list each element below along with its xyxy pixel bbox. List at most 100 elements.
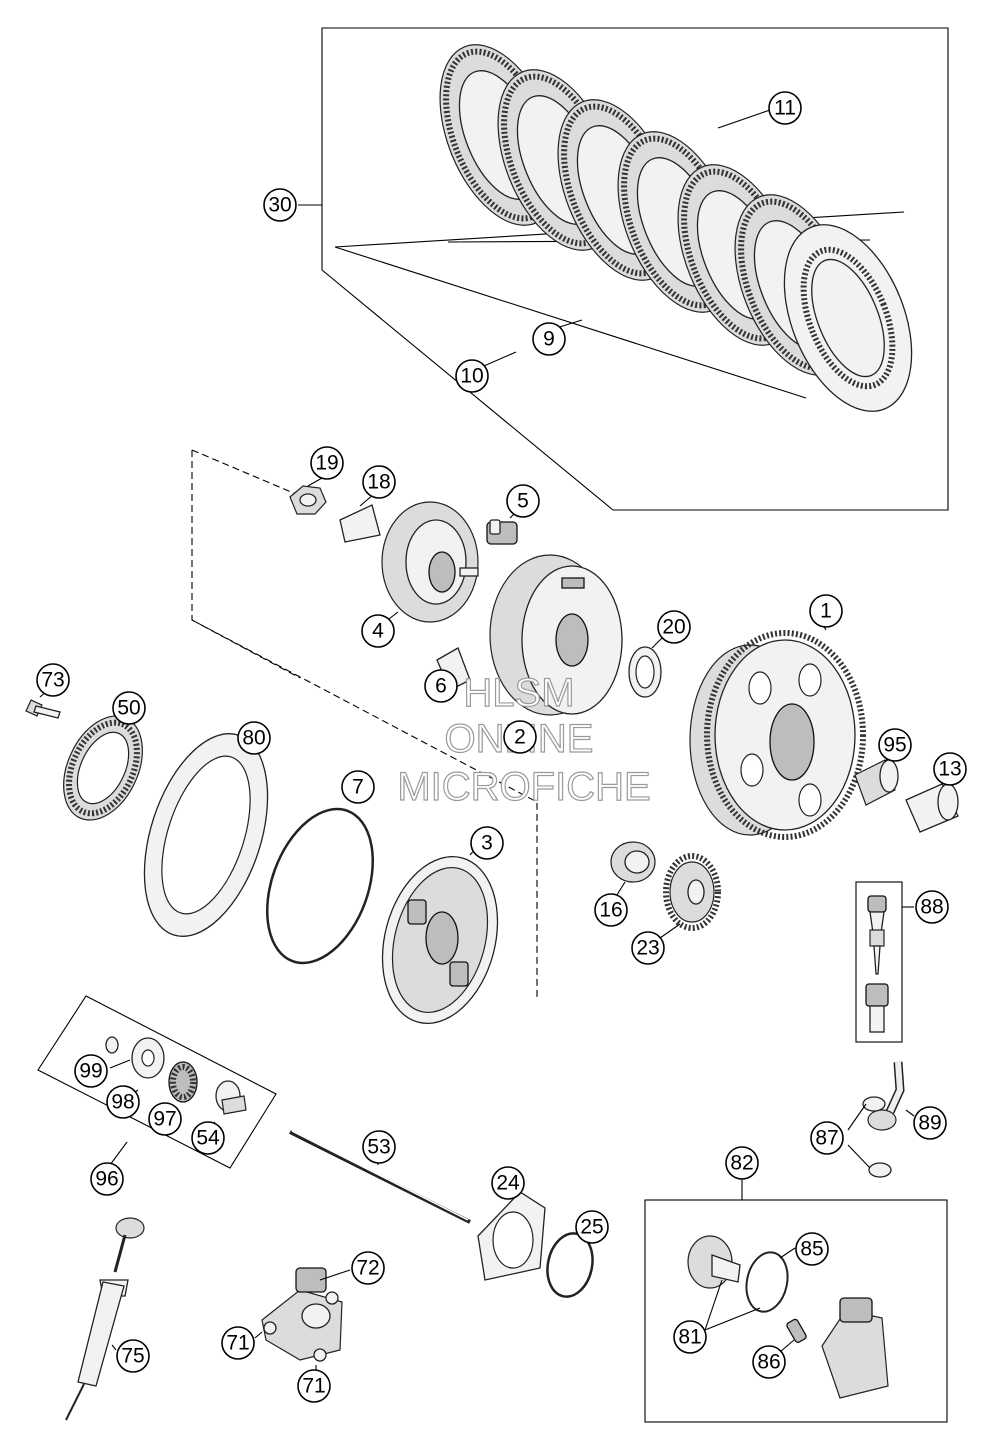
grease-syringe-75: [65, 1217, 145, 1421]
callout-18[interactable]: 18: [362, 465, 396, 499]
callout-71-left[interactable]: 71: [221, 1326, 255, 1360]
callout-71-bottom[interactable]: 71: [297, 1369, 331, 1403]
callout-89[interactable]: 89: [913, 1106, 947, 1140]
washer-20: [628, 635, 665, 698]
callout-87-label: 87: [815, 1127, 838, 1150]
callout-85[interactable]: 85: [795, 1232, 829, 1266]
callout-80[interactable]: 80: [237, 721, 271, 755]
callout-75[interactable]: 75: [116, 1339, 150, 1373]
clutch-basket-2: [489, 554, 623, 716]
release-bearing-kit-frame: [37, 995, 277, 1169]
callout-20-label: 20: [662, 616, 685, 639]
callout-99-label: 99: [79, 1060, 102, 1083]
callout-23[interactable]: 23: [631, 931, 665, 965]
callout-24-label: 24: [496, 1172, 520, 1195]
callout-11[interactable]: 11: [768, 91, 802, 125]
callout-71-bottom-label: 71: [302, 1375, 325, 1398]
gasket-24: [477, 1191, 546, 1281]
callout-25-label: 25: [580, 1216, 603, 1239]
callout-53[interactable]: 53: [362, 1130, 396, 1164]
callout-54-label: 54: [196, 1127, 220, 1150]
callout-11-label: 11: [774, 97, 796, 120]
callout-54[interactable]: 54: [191, 1121, 225, 1155]
callout-87[interactable]: 87: [810, 1121, 844, 1155]
callout-50[interactable]: 50: [112, 691, 146, 725]
wire-ring-7: [265, 785, 375, 965]
callout-9-label: 9: [543, 328, 555, 351]
callout-1-label: 1: [820, 600, 832, 623]
callout-4[interactable]: 4: [361, 614, 395, 648]
callout-86[interactable]: 86: [752, 1345, 786, 1379]
callout-72-label: 72: [356, 1257, 379, 1280]
callout-95-label: 95: [883, 734, 906, 757]
callout-6-label: 6: [435, 675, 447, 698]
callout-30[interactable]: 30: [263, 188, 297, 222]
callout-13[interactable]: 13: [933, 752, 967, 786]
callout-23-label: 23: [636, 937, 659, 960]
callout-73-label: 73: [41, 669, 64, 692]
callout-5[interactable]: 5: [506, 484, 540, 518]
callout-5-label: 5: [517, 490, 529, 513]
callouts: 1 2 3 4 5 6 7 9 10 11 13 16 18 19 20 23 …: [36, 91, 967, 1403]
callout-19-label: 19: [315, 452, 338, 475]
callout-18-label: 18: [367, 471, 390, 494]
callout-9[interactable]: 9: [532, 322, 566, 356]
watermark-line3: MICROFICHE: [397, 765, 650, 809]
bushing-13: [905, 777, 959, 833]
callout-7[interactable]: 7: [341, 770, 375, 804]
fitting-kit-88: [855, 881, 914, 1043]
callout-7-label: 7: [352, 776, 364, 799]
bolt-73: [25, 689, 61, 719]
clutch-plates: [439, 44, 913, 412]
callout-24[interactable]: 24: [491, 1166, 525, 1200]
callout-96-label: 96: [95, 1168, 118, 1191]
callout-75-label: 75: [121, 1345, 144, 1368]
callout-80-label: 80: [242, 727, 265, 750]
callout-82-label: 82: [730, 1152, 753, 1175]
callout-10-label: 10: [460, 365, 483, 388]
callout-16[interactable]: 16: [594, 893, 628, 927]
callout-82[interactable]: 82: [725, 1146, 759, 1180]
callout-97[interactable]: 97: [148, 1102, 182, 1136]
callout-73[interactable]: 73: [36, 663, 70, 697]
callout-16-label: 16: [599, 899, 622, 922]
lock-washer-18: [339, 493, 381, 543]
callout-25[interactable]: 25: [575, 1210, 609, 1244]
callout-20[interactable]: 20: [657, 610, 691, 644]
gear-23: [659, 853, 721, 939]
collar-16: [610, 841, 656, 899]
callout-1[interactable]: 1: [809, 594, 843, 628]
callout-53-label: 53: [367, 1136, 390, 1159]
callout-95[interactable]: 95: [878, 728, 912, 762]
callout-13-label: 13: [938, 758, 961, 781]
needle-bearing-95: [854, 751, 899, 806]
watermark-line1: HLSM: [463, 671, 574, 715]
callout-98[interactable]: 98: [106, 1085, 140, 1119]
callout-19[interactable]: 19: [310, 446, 344, 480]
hub-group-frame: [191, 449, 538, 998]
callout-72[interactable]: 72: [351, 1251, 385, 1285]
callout-85-label: 85: [800, 1238, 823, 1261]
cylinder-kit-82: [644, 1178, 948, 1423]
callout-81[interactable]: 81: [673, 1320, 707, 1354]
bearing-50: [63, 715, 143, 821]
damper-5: [486, 507, 521, 545]
callout-4-label: 4: [372, 620, 384, 643]
release-bearing-parts: [105, 1036, 247, 1131]
callout-96[interactable]: 96: [90, 1162, 124, 1196]
callout-98-label: 98: [111, 1091, 134, 1114]
clutch-hub-4: [381, 501, 479, 623]
callout-3[interactable]: 3: [470, 826, 504, 860]
callout-6[interactable]: 6: [424, 669, 458, 703]
callout-99[interactable]: 99: [74, 1054, 108, 1088]
callout-88[interactable]: 88: [915, 890, 949, 924]
callout-2-label: 2: [514, 726, 526, 749]
callout-88-label: 88: [920, 896, 943, 919]
callout-71-left-label: 71: [226, 1332, 249, 1355]
callout-81-label: 81: [678, 1326, 701, 1349]
callout-3-label: 3: [481, 832, 493, 855]
callout-50-label: 50: [117, 697, 140, 720]
callout-2[interactable]: 2: [503, 720, 537, 754]
callout-10[interactable]: 10: [455, 359, 489, 393]
